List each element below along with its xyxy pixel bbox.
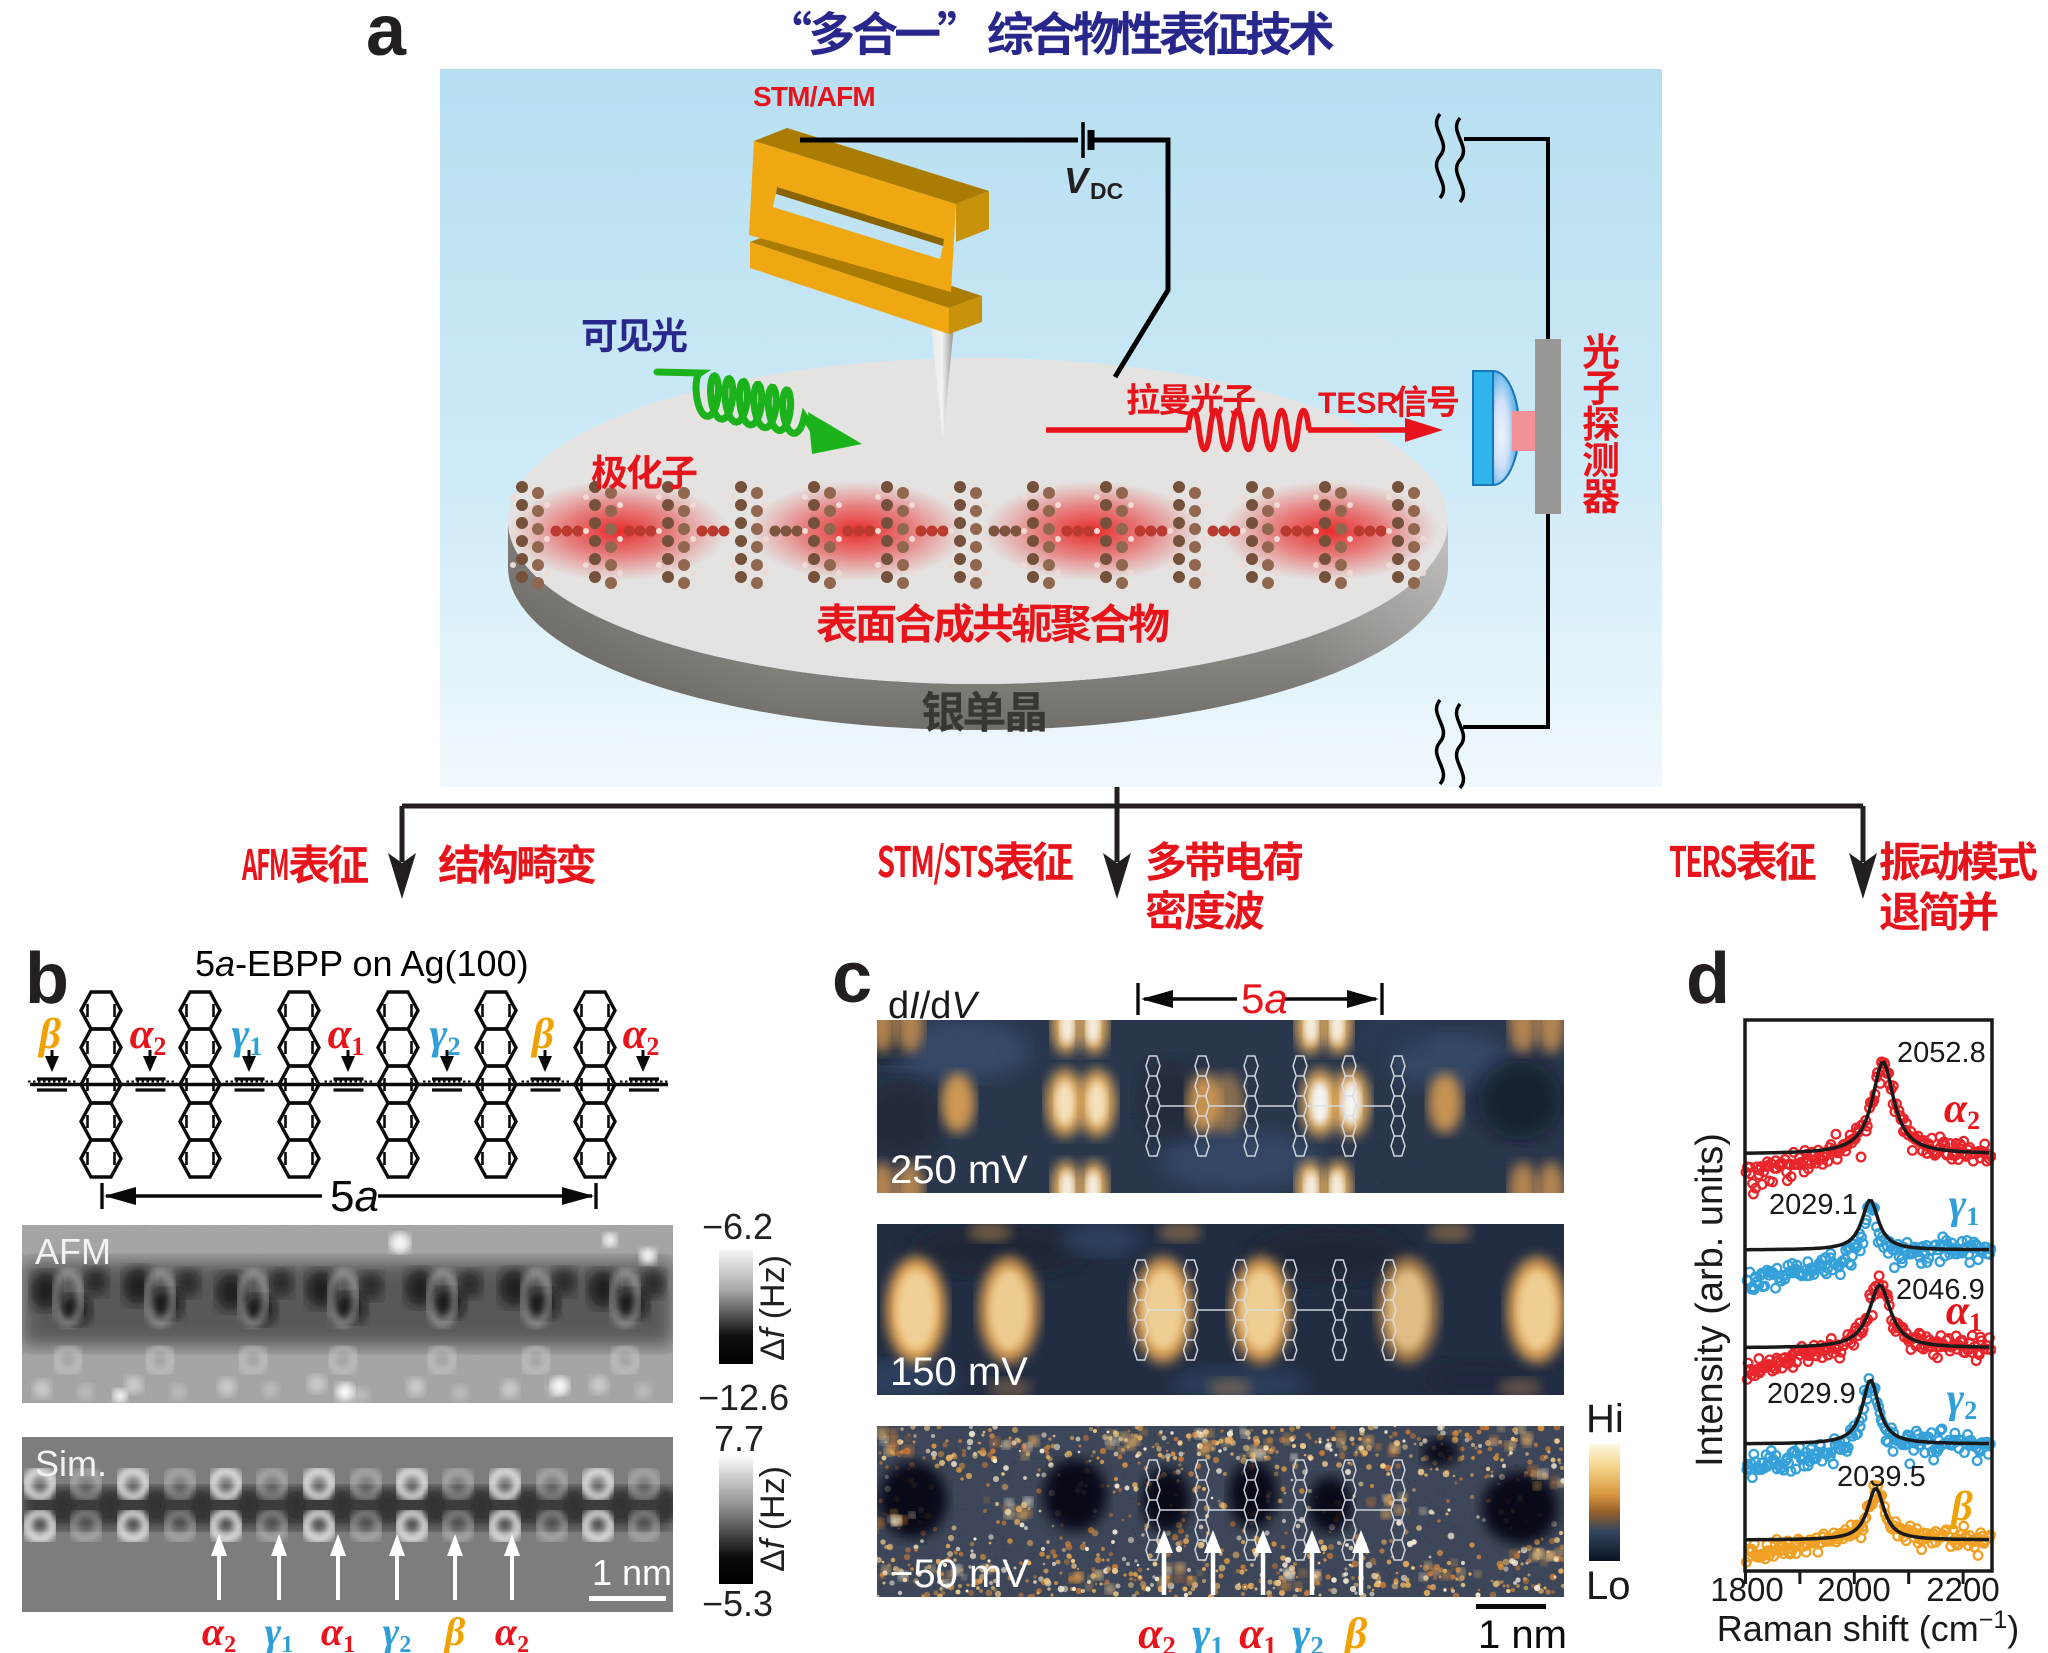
svg-text:−5.3: −5.3 — [702, 1583, 773, 1624]
svg-text:250 mV: 250 mV — [890, 1148, 1028, 1192]
svg-text:−50 mV: −50 mV — [890, 1552, 1029, 1596]
svg-text:2029.1: 2029.1 — [1769, 1189, 1858, 1221]
svg-text:1 nm: 1 nm — [1478, 1613, 1567, 1653]
svg-text:α1: α1 — [328, 1011, 365, 1061]
svg-text:−6.2: −6.2 — [702, 1206, 773, 1247]
svg-text:Δf (Hz): Δf (Hz) — [754, 1466, 792, 1572]
svg-text:2200: 2200 — [1926, 1571, 1999, 1608]
svg-text:150 mV: 150 mV — [890, 1350, 1028, 1394]
svg-text:5a-EBPP on Ag(100): 5a-EBPP on Ag(100) — [195, 943, 529, 984]
svg-text:Sim.: Sim. — [35, 1443, 107, 1484]
svg-text:AFM: AFM — [35, 1231, 111, 1272]
svg-text:2029.9: 2029.9 — [1767, 1378, 1856, 1410]
svg-text:Intensity (arb. units): Intensity (arb. units) — [1689, 1133, 1731, 1467]
svg-text:d: d — [1686, 939, 1730, 1019]
svg-text:2039.5: 2039.5 — [1837, 1461, 1926, 1493]
svg-text:TESR: TESR — [1318, 387, 1398, 420]
svg-text:STM/AFM: STM/AFM — [753, 81, 875, 112]
svg-text:γ1: γ1 — [232, 1011, 263, 1061]
svg-text:β: β — [37, 1011, 61, 1058]
svg-text:5a: 5a — [1241, 975, 1288, 1022]
svg-text:a: a — [366, 0, 407, 71]
svg-text:1800: 1800 — [1710, 1571, 1783, 1608]
svg-text:β: β — [530, 1011, 554, 1058]
svg-text:α2: α2 — [130, 1011, 167, 1061]
svg-text:Raman shift (cm−1): Raman shift (cm−1) — [1717, 1606, 2020, 1649]
svg-text:5a: 5a — [330, 1172, 379, 1221]
svg-text:β: β — [1343, 1609, 1368, 1653]
svg-text:2000: 2000 — [1817, 1571, 1890, 1608]
svg-text:Δf (Hz): Δf (Hz) — [754, 1255, 792, 1361]
svg-text:β: β — [1949, 1484, 1973, 1530]
svg-text:b: b — [25, 939, 69, 1019]
svg-text:γ2: γ2 — [383, 1609, 412, 1653]
svg-text:−12.6: −12.6 — [698, 1377, 789, 1418]
svg-text:Lo: Lo — [1586, 1564, 1631, 1608]
svg-text:c: c — [832, 938, 872, 1018]
svg-text:2052.8: 2052.8 — [1897, 1037, 1986, 1069]
svg-text:2046.9: 2046.9 — [1896, 1274, 1985, 1306]
svg-text:DC: DC — [1090, 178, 1123, 204]
svg-text:V: V — [1064, 160, 1091, 201]
svg-text:Hi: Hi — [1586, 1397, 1624, 1441]
svg-text:7.7: 7.7 — [714, 1418, 764, 1459]
svg-text:α2: α2 — [202, 1609, 236, 1653]
svg-text:γ1: γ1 — [1192, 1609, 1224, 1653]
svg-text:1 nm: 1 nm — [592, 1552, 672, 1593]
svg-text:β: β — [443, 1609, 466, 1653]
